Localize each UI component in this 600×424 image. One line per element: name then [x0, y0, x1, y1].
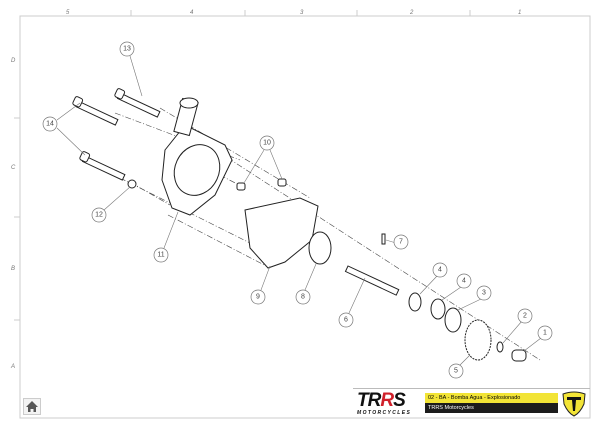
row-label: A: [10, 364, 15, 370]
svg-text:4: 4: [438, 267, 442, 274]
balloon: 5: [448, 363, 464, 379]
row-label: C: [11, 165, 16, 171]
balloon: 10: [259, 135, 275, 151]
title-block: TRRS MOTORCYCLES 02 - BA - Bomba Agua - …: [353, 388, 590, 419]
trrs-shield-logo: [562, 391, 586, 417]
svg-text:12: 12: [95, 212, 103, 219]
gear-5: [464, 319, 492, 361]
bearing-3: [444, 307, 462, 333]
svg-text:6: 6: [344, 317, 348, 324]
balloon: 2: [517, 308, 533, 324]
balloon: 8: [295, 289, 311, 305]
column-label: 3: [300, 10, 304, 16]
svg-text:11: 11: [157, 252, 164, 259]
trrs-logo: TRRS MOTORCYCLES: [357, 390, 412, 416]
svg-text:14: 14: [46, 121, 54, 128]
pin-7: [381, 233, 386, 245]
gasket-9: [244, 197, 319, 269]
dowel-10b: [277, 178, 287, 187]
bolt-14-lower: [79, 151, 126, 181]
washer-12: [127, 179, 137, 189]
row-label: B: [11, 266, 15, 272]
balloon: 3: [476, 285, 492, 301]
balloon: 13: [119, 41, 135, 57]
balloon: 12: [91, 207, 107, 223]
svg-text:10: 10: [263, 140, 271, 147]
balloon: 6: [338, 312, 354, 328]
svg-text:1: 1: [543, 330, 547, 337]
impeller-8: [308, 231, 332, 265]
pump-cover-11: [161, 97, 233, 216]
balloon: 7: [393, 234, 409, 250]
column-label: 1: [518, 10, 521, 16]
svg-text:4: 4: [462, 278, 466, 285]
svg-text:2: 2: [523, 313, 527, 320]
dowel-10a: [236, 182, 246, 191]
balloon: 4: [432, 262, 448, 278]
balloon: 1: [537, 325, 553, 341]
bushing-1: [511, 349, 527, 362]
home-icon: [26, 401, 38, 412]
home-button[interactable]: [23, 398, 41, 415]
circlip-2: [496, 341, 504, 353]
row-label: D: [11, 58, 16, 64]
company-name: TRRS Motorcycles: [425, 403, 558, 413]
svg-text:7: 7: [399, 239, 403, 246]
drawing-title: 02 - BA - Bomba Agua - Explosionado: [425, 393, 558, 403]
svg-text:8: 8: [301, 294, 305, 301]
balloon: 11: [153, 247, 169, 263]
seal-4a: [408, 292, 422, 312]
column-label: 4: [190, 10, 194, 16]
svg-text:3: 3: [482, 290, 486, 297]
svg-text:13: 13: [123, 46, 131, 53]
svg-text:5: 5: [454, 368, 458, 375]
balloon: 4: [456, 273, 472, 289]
shaft-6: [344, 265, 400, 296]
bolt-13: [114, 88, 161, 118]
bolt-14-upper: [72, 96, 119, 126]
svg-text:9: 9: [256, 294, 260, 301]
column-label: 2: [409, 10, 414, 16]
seal-4b: [430, 298, 446, 320]
column-label: 5: [66, 10, 70, 16]
balloon: 14: [42, 116, 58, 132]
balloon: 9: [250, 289, 266, 305]
